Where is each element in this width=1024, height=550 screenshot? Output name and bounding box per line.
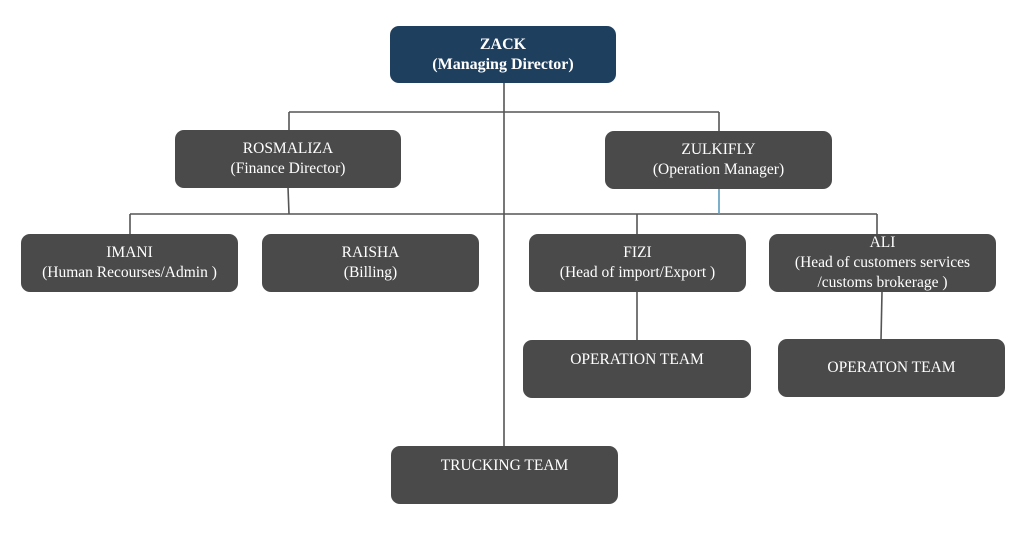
node-trucking-team: TRUCKING TEAM — [391, 446, 618, 504]
node-raisha: RAISHA (Billing) — [262, 234, 479, 292]
node-rosmaliza: ROSMALIZA (Finance Director) — [175, 130, 401, 188]
connector-rosmaliza-down — [287, 186, 290, 215]
node-rosmaliza-role: (Finance Director) — [230, 160, 346, 177]
node-raisha-name: RAISHA — [341, 244, 400, 261]
node-fizi: FIZI (Head of import/Export ) — [529, 234, 746, 292]
node-imani: IMANI (Human Recourses/Admin ) — [21, 234, 238, 292]
node-fizi-role: (Head of import/Export ) — [559, 264, 716, 281]
node-zulkifly-role: (Operation Manager) — [652, 161, 785, 178]
node-fizi-team-name: OPERATION TEAM — [570, 351, 704, 368]
node-ali-team-name: OPERATON TEAM — [827, 359, 956, 376]
node-fizi-operation-team: OPERATION TEAM — [523, 340, 751, 398]
node-ali-name: ALI — [869, 234, 896, 251]
node-ali: ALI (Head of customers services /customs… — [769, 234, 996, 292]
node-raisha-role: (Billing) — [343, 264, 398, 281]
node-zack: ZACK (Managing Director) — [390, 26, 616, 83]
node-ali-role-line1: (Head of customers services — [794, 254, 971, 271]
node-zack-role: (Managing Director) — [432, 55, 574, 73]
node-zulkifly: ZULKIFLY (Operation Manager) — [605, 131, 832, 189]
node-fizi-name: FIZI — [623, 244, 652, 261]
connector-ali-team — [880, 291, 883, 341]
node-trucking-team-name: TRUCKING TEAM — [440, 457, 569, 474]
node-zulkifly-name: ZULKIFLY — [681, 141, 756, 158]
node-imani-name: IMANI — [106, 244, 153, 261]
node-ali-operation-team: OPERATON TEAM — [778, 339, 1005, 397]
node-imani-role: (Human Recourses/Admin ) — [42, 264, 217, 281]
node-ali-role-line2: /customs brokerage ) — [817, 274, 948, 291]
node-zack-name: ZACK — [479, 35, 527, 53]
node-rosmaliza-name: ROSMALIZA — [242, 140, 334, 157]
